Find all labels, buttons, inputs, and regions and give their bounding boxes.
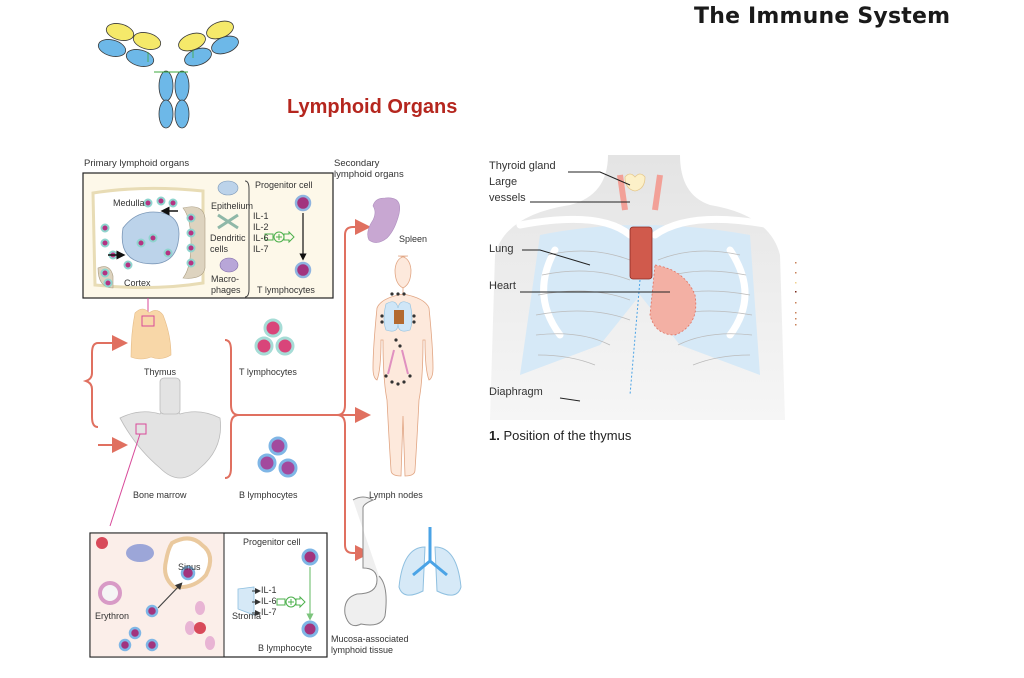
pelvis-bone: [119, 403, 221, 479]
epithelium-label: Epithelium: [211, 201, 254, 211]
large-vessels-label-1: Large: [489, 176, 518, 188]
malt-label-2: lymphoid tissue: [331, 645, 394, 655]
b-lymphocyte-panel-label: B lymphocyte: [258, 643, 313, 653]
figure-caption: 1. Position of the thymus: [489, 428, 631, 443]
marrow-interleukin-6: IL-6: [261, 596, 277, 606]
thyroid-gland-label: Thyroid gland: [489, 160, 556, 172]
spleen-label: Spleen: [399, 234, 428, 244]
progenitor-cell-label: Progenitor cell: [255, 180, 313, 190]
medulla-label: Medulla: [113, 198, 145, 208]
thymus-label: Thymus: [144, 367, 177, 377]
heart-label: Heart: [489, 280, 516, 292]
bone-marrow-histology-panel: [89, 532, 328, 658]
lymph-nodes-label: Lymph nodes: [369, 490, 423, 500]
section-title: Lymphoid Organs: [287, 96, 458, 118]
human-body-lymph-nodes: [372, 255, 434, 477]
caption-number: 1.: [489, 428, 500, 443]
interleukin-7: IL-7: [253, 244, 269, 254]
cortex-label: Cortex: [124, 278, 151, 288]
lymphocyte-flow-diagram: [82, 219, 371, 561]
malt-label-1: Mucosa-associated: [331, 634, 409, 644]
stroma-label: Stroma: [232, 611, 262, 621]
secondary-lymphoid-organs-label-1: Secondary: [334, 158, 380, 169]
lung-label: Lung: [489, 243, 514, 255]
large-vessels-label-2: vessels: [489, 192, 526, 204]
thymus-histology-panel: [82, 172, 334, 299]
interleukin-6: IL-6: [253, 233, 269, 243]
marrow-progenitor-label: Progenitor cell: [243, 537, 301, 547]
b-lymphocyte-cells: [257, 436, 298, 478]
secondary-lymphoid-organs-label-2: lymphoid organs: [334, 169, 404, 180]
thymus-highlight: [629, 226, 653, 280]
thymus-organ: [130, 308, 172, 360]
erythron-label: Erythron: [95, 611, 130, 621]
page-header-title: The Immune System: [694, 4, 951, 29]
t-lymphocytes-panel-label: T lymphocytes: [257, 285, 315, 295]
lungs-organ: [398, 527, 462, 596]
dendritic-label-2: cells: [210, 244, 229, 254]
marrow-interleukin-7: IL-7: [261, 607, 277, 617]
spleen-organ: [367, 197, 400, 243]
b-lymphocytes-label: B lymphocytes: [239, 490, 298, 500]
dendritic-label-1: Dendritic: [210, 233, 246, 243]
digestive-tract-organ: [344, 496, 387, 627]
interleukin-2: IL-2: [253, 222, 269, 232]
t-lymphocytes-label: T lymphocytes: [239, 367, 297, 377]
thorax-leader-lines: [520, 171, 670, 402]
macrophages-label-2: phages: [211, 285, 241, 295]
sinus-label: Sinus: [178, 562, 201, 572]
bone-marrow-label: Bone marrow: [133, 490, 187, 500]
marrow-interleukin-1: IL-1: [261, 585, 277, 595]
macrophages-label-1: Macro-: [211, 274, 240, 284]
caption-text: Position of the thymus: [499, 428, 632, 443]
primary-lymphoid-organs-label: Primary lymphoid organs: [84, 158, 190, 169]
interleukin-1: IL-1: [253, 211, 269, 221]
diaphragm-label: Diaphragm: [489, 386, 543, 398]
dotted-marks-decoration: [795, 262, 797, 326]
antibody-icon: [97, 20, 239, 129]
t-lymphocyte-cells: [254, 318, 295, 356]
